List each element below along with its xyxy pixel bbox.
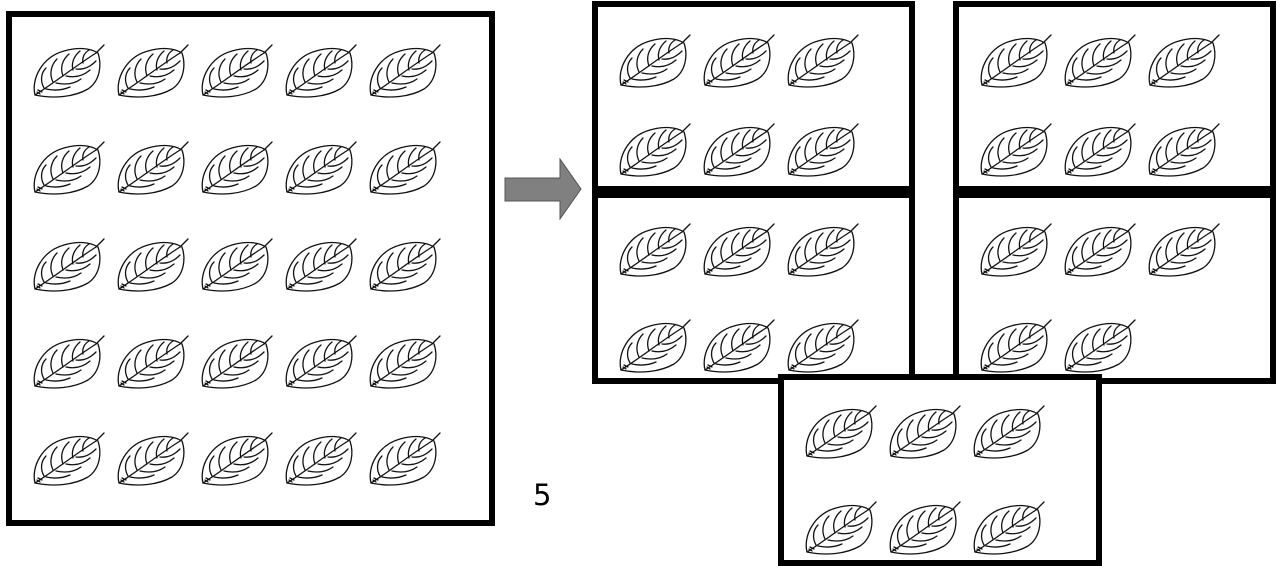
- leaf-icon: [977, 31, 1057, 91]
- leaf-icon: [198, 41, 278, 101]
- leaf-icon: [784, 31, 864, 91]
- group-count-label: 5: [533, 478, 552, 512]
- leaf-icon: [700, 220, 780, 280]
- leaf-icon: [970, 402, 1050, 462]
- leaf-icon: [1061, 220, 1141, 280]
- leaf-icon: [700, 120, 780, 180]
- leaf-icon: [1145, 31, 1225, 91]
- right-arrow-icon: [504, 158, 582, 220]
- leaf-icon: [282, 235, 362, 295]
- group-box-3: [592, 192, 915, 384]
- leaf-icon: [1061, 31, 1141, 91]
- leaf-icon: [114, 235, 194, 295]
- leaf-icon: [1061, 316, 1141, 376]
- group-box-5: [778, 374, 1102, 566]
- leaf-icon: [198, 332, 278, 392]
- leaf-icon: [977, 220, 1057, 280]
- leaf-icon: [784, 220, 864, 280]
- leaf-icon: [114, 332, 194, 392]
- leaf-icon: [802, 498, 882, 558]
- leaf-icon: [30, 235, 110, 295]
- leaf-icon: [616, 316, 696, 376]
- leaf-icon: [282, 41, 362, 101]
- leaf-icon: [114, 41, 194, 101]
- leaf-icon: [802, 402, 882, 462]
- leaf-icon: [970, 498, 1050, 558]
- leaf-icon: [616, 31, 696, 91]
- leaf-icon: [282, 332, 362, 392]
- leaf-icon: [700, 316, 780, 376]
- group-box-4: [953, 192, 1276, 384]
- leaf-icon: [886, 498, 966, 558]
- leaf-icon: [282, 429, 362, 489]
- leaf-icon: [198, 235, 278, 295]
- leaf-icon: [616, 220, 696, 280]
- leaf-icon: [282, 138, 362, 198]
- leaf-icon: [977, 316, 1057, 376]
- leaf-icon: [784, 316, 864, 376]
- leaf-icon: [366, 138, 446, 198]
- leaf-icon: [30, 41, 110, 101]
- group-box-2: [953, 1, 1276, 192]
- leaf-icon: [700, 31, 780, 91]
- leaf-icon: [114, 429, 194, 489]
- original-set-box: [6, 11, 495, 526]
- leaf-icon: [114, 138, 194, 198]
- leaf-icon: [366, 235, 446, 295]
- leaf-icon: [30, 429, 110, 489]
- leaf-icon: [1061, 120, 1141, 180]
- leaf-icon: [366, 332, 446, 392]
- leaf-icon: [886, 402, 966, 462]
- leaf-icon: [1145, 220, 1225, 280]
- leaf-icon: [198, 138, 278, 198]
- leaf-icon: [198, 429, 278, 489]
- leaf-icon: [366, 429, 446, 489]
- leaf-icon: [616, 120, 696, 180]
- leaf-icon: [30, 138, 110, 198]
- leaf-icon: [977, 120, 1057, 180]
- leaf-icon: [30, 332, 110, 392]
- leaf-icon: [1145, 120, 1225, 180]
- leaf-icon: [784, 120, 864, 180]
- group-box-1: [592, 1, 915, 192]
- leaf-icon: [366, 41, 446, 101]
